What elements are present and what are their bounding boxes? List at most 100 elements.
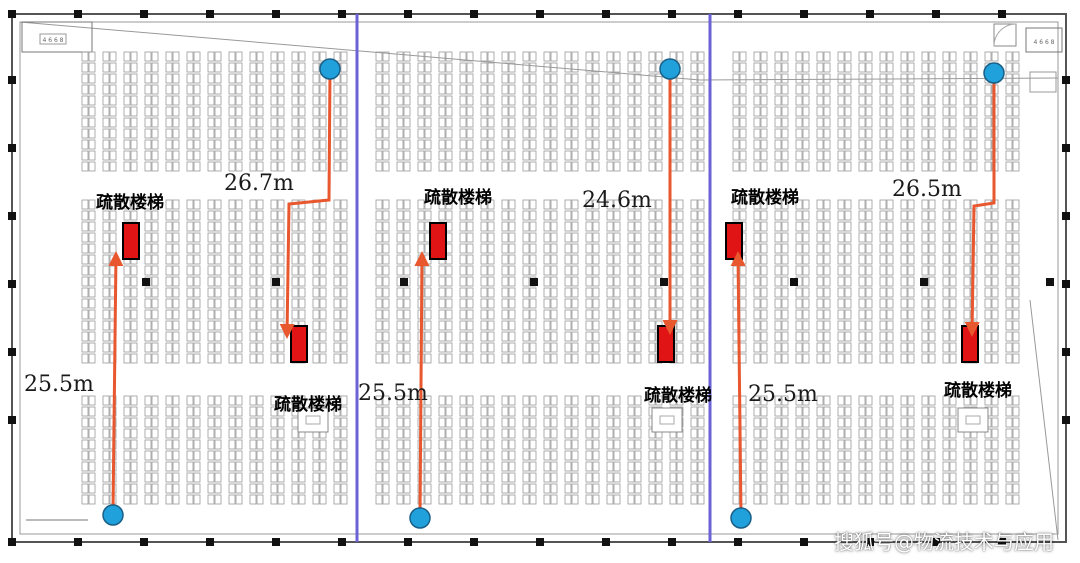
rack-column [1005,51,1020,172]
inner-wall-line [19,21,1059,535]
column-marker [8,212,16,220]
rack-column [207,199,222,364]
stair-4-label: 疏散楼梯 [644,385,712,406]
rack-column [774,199,789,364]
column-marker [932,538,940,546]
rack-column [186,395,201,505]
interior-pillar [920,278,928,286]
route-1-arrow [108,251,124,513]
distance-labels: 25.5m 26.7m 25.5m 24.6m 25.5m 26.5m [24,171,962,407]
rack-column [270,51,285,172]
rack-column [942,51,957,172]
inner-pillars [142,278,1054,286]
column-marker [1062,348,1070,356]
rack-column [228,395,243,505]
rack-column [795,51,810,172]
column-marker [734,10,742,18]
rack-column [816,395,831,505]
rack-column [543,199,558,364]
column-marker [272,538,280,546]
rack-column [270,395,285,505]
column-marker [8,76,16,84]
watermark: 搜狐号@物流技术与应用 [834,530,1054,554]
rack-column [165,395,180,505]
interior-pillar [142,278,150,286]
rack-column [186,51,201,172]
column-marker [140,538,148,546]
route-3-arrow [414,251,430,517]
rack-column [249,51,264,172]
column-marker [602,10,610,18]
rack-column [585,51,600,172]
column-marker [140,10,148,18]
site-line-3 [1029,299,1059,541]
column-marker [206,10,214,18]
rack-column [627,395,642,505]
rack-column [501,51,516,172]
rack-column [627,199,642,364]
rack-column [312,199,327,364]
sub-room-boxes [26,407,989,521]
rack-column [459,395,474,505]
column-marker [8,10,16,18]
column-marker [206,538,214,546]
site-line [19,21,701,81]
rack-column [81,199,96,364]
stair-6 [961,325,979,363]
column-marker [272,10,280,18]
rack-column [858,395,873,505]
corner-box-left: 4 6 6 8 [21,21,93,53]
stair-1 [122,222,140,260]
rack-column [144,199,159,364]
column-marker [404,538,412,546]
rack-column [543,51,558,172]
rack-column [564,51,579,172]
rack-column [522,395,537,505]
column-marker [536,10,544,18]
rack-column [858,199,873,364]
rack-column [228,199,243,364]
route-2-distance: 26.7m [224,171,294,196]
rack-column [942,395,957,505]
route-5-distance: 25.5m [748,382,818,407]
rack-column [921,199,936,364]
route-6-arrow [964,74,996,337]
route-4-distance: 24.6m [582,188,652,213]
rack-column [375,199,390,364]
column-marker [8,144,16,152]
rack-column [732,51,747,172]
rack-column [417,51,432,172]
rack-column [963,51,978,172]
route-3-distance: 25.5m [358,381,428,406]
rack-column [480,51,495,172]
rack-column [522,51,537,172]
rack-column [837,395,852,505]
interior-pillar [272,278,280,286]
rack-column [795,395,810,505]
structural-columns [8,10,1070,546]
rack-column [186,199,201,364]
start-point-2 [319,58,341,80]
evacuation-routes [108,69,996,517]
column-marker [1062,76,1070,84]
rack-column [501,395,516,505]
rack-column [858,51,873,172]
rack-column [648,51,663,172]
rack-column [123,51,138,172]
rack-column [1005,395,1020,505]
column-marker [1062,144,1070,152]
rack-column [249,199,264,364]
column-marker [866,10,874,18]
column-marker [470,10,478,18]
rack-column [459,199,474,364]
route-2-arrow [279,69,332,339]
corner-box-right: 4 6 6 8 [993,23,1063,93]
rack-column [1005,199,1020,364]
column-marker [74,538,82,546]
rack-column [459,51,474,172]
column-marker [1062,280,1070,288]
rack-column [774,51,789,172]
interior-pillar [530,278,538,286]
rack-column [690,51,705,172]
